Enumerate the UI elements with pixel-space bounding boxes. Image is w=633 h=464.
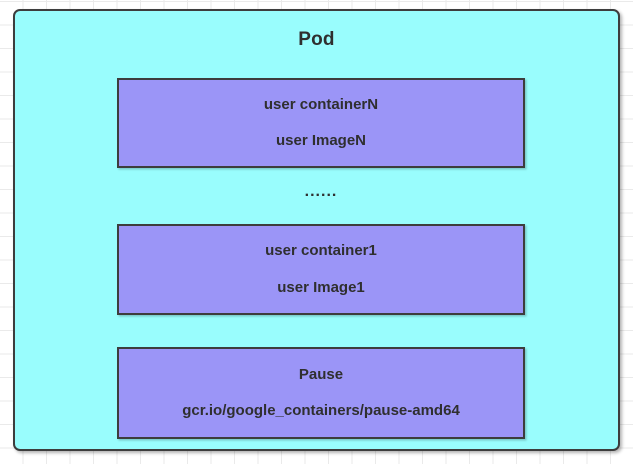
container-box-container1[interactable]: user container1 user Image1 (117, 224, 525, 315)
container-box-containerN[interactable]: user containerN user ImageN (117, 78, 525, 168)
pod-box[interactable]: Pod user containerN user ImageN ...... u… (13, 9, 620, 451)
pause-image-label: gcr.io/google_containers/pause-amd64 (182, 402, 460, 419)
containerN-name-label: user containerN (263, 95, 379, 113)
pod-title: Pod (298, 29, 335, 50)
containerN-image-label: user ImageN (275, 132, 367, 149)
container1-image-label: user Image1 (277, 278, 365, 296)
container-box-pause[interactable]: Pause gcr.io/google_containers/pause-amd… (117, 347, 525, 439)
pause-name-label: Pause (298, 365, 344, 383)
ellipsis-label: ...... (304, 183, 338, 200)
container1-name-label: user container1 (265, 242, 377, 259)
